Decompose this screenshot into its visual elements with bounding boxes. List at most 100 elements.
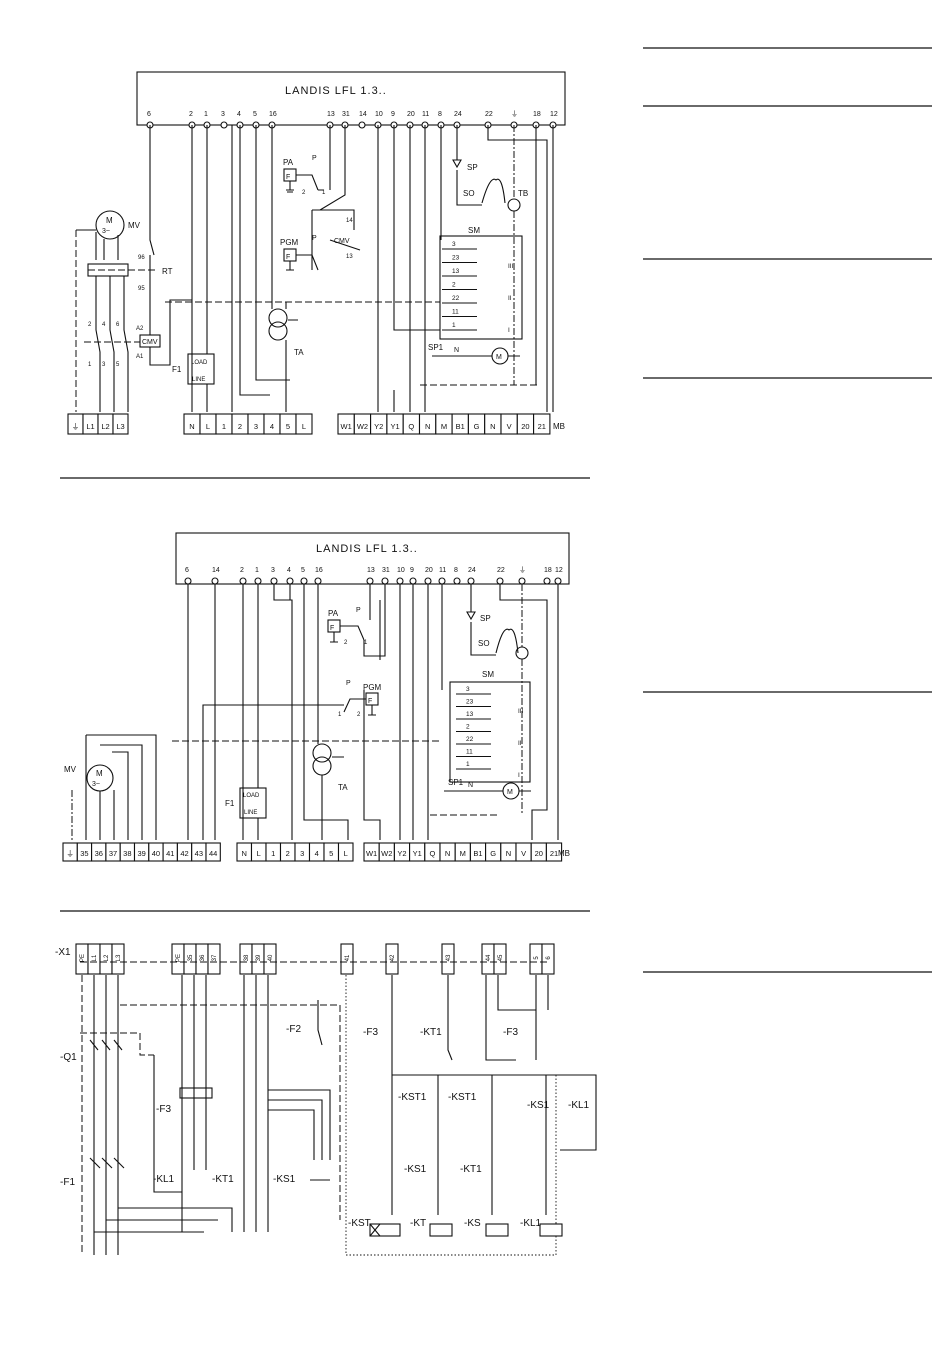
svg-text:-F3: -F3	[156, 1104, 171, 1115]
svg-text:TB: TB	[518, 189, 528, 198]
svg-text:F1: F1	[225, 799, 235, 808]
control-pin-2	[453, 577, 461, 585]
terminal-2-label: 38	[123, 849, 131, 858]
svg-text:LOAD: LOAD	[243, 793, 260, 799]
x1-terminal-label: 39	[256, 954, 262, 961]
control-pin-2	[314, 577, 322, 585]
svg-text:F: F	[330, 625, 334, 632]
control-pin-2	[424, 577, 432, 585]
control-pin-2-label: 24	[468, 567, 476, 574]
terminal-2-label: 2	[286, 849, 290, 858]
terminal-label: 1	[222, 422, 226, 431]
svg-text:A1: A1	[136, 354, 144, 360]
control-pin-2	[381, 577, 389, 585]
sm-contact-label: 1	[466, 761, 470, 768]
motor-letter: M	[106, 216, 113, 225]
sm-contact-label: 23	[466, 699, 474, 706]
svg-text:2: 2	[344, 640, 348, 646]
terminal-2-label: 5	[329, 849, 333, 858]
terminal-2-label: 1	[271, 849, 275, 858]
svg-text:-F2: -F2	[286, 1024, 301, 1035]
x1-terminal-label: L1	[92, 954, 98, 961]
svg-text:95: 95	[138, 286, 145, 292]
terminal-label: M	[441, 422, 447, 431]
terminal-strip-label: MB	[553, 422, 565, 431]
motor-phase: 3~	[102, 228, 110, 235]
svg-text:PGM: PGM	[363, 683, 382, 692]
x1-terminal-label: 37	[212, 954, 218, 961]
control-pin-2	[254, 577, 262, 585]
svg-text:F: F	[368, 698, 372, 705]
svg-text:-KL1: -KL1	[568, 1100, 590, 1111]
control-pin-2	[438, 577, 446, 585]
terminal-2-label: 39	[137, 849, 145, 858]
control-pin-2	[554, 577, 562, 585]
svg-text:-KT: -KT	[410, 1218, 426, 1229]
svg-text:1: 1	[338, 712, 342, 718]
control-pin-2	[396, 577, 404, 585]
svg-text:LINE: LINE	[244, 810, 257, 816]
x1-terminal	[111, 943, 125, 975]
terminal-2-label: L	[257, 849, 261, 858]
svg-text:5: 5	[116, 362, 120, 368]
svg-text:1: 1	[364, 640, 368, 646]
svg-text:M: M	[507, 789, 513, 796]
svg-text:P: P	[356, 607, 361, 614]
svg-text:6: 6	[116, 322, 120, 328]
svg-text:SO: SO	[478, 639, 490, 648]
terminal-2-label: N	[445, 849, 450, 858]
svg-text:96: 96	[138, 255, 145, 261]
control-pin-2-label: 6	[185, 567, 189, 574]
sm-contact-label: 2	[452, 282, 456, 289]
sm-contact-label: 11	[466, 749, 473, 756]
control-pin-label: 18	[533, 111, 541, 118]
sm-cam-label: I	[508, 327, 510, 334]
svg-text:N: N	[468, 782, 473, 789]
svg-text:-KS1: -KS1	[404, 1164, 427, 1175]
svg-text:PA: PA	[283, 158, 294, 167]
sm-contact-label: 3	[452, 241, 456, 248]
svg-text:-KL1: -KL1	[153, 1174, 175, 1185]
x1-terminal-label: 44	[486, 954, 492, 961]
control-pin-2-label: 14	[212, 567, 220, 574]
terminal-label: 5	[286, 422, 290, 431]
svg-text:4: 4	[102, 322, 106, 328]
x1-terminal-label: PE	[176, 954, 182, 962]
svg-text:-KT1: -KT1	[212, 1174, 234, 1185]
terminal-2	[205, 842, 221, 862]
control-pin-label: 24	[454, 111, 462, 118]
sm-cam-label: I	[518, 772, 520, 779]
terminal-2-label: N	[506, 849, 511, 858]
x1-terminal-label: 43	[446, 954, 452, 961]
terminal-label: 3	[254, 422, 258, 431]
control-pin-label: 9	[391, 111, 395, 118]
svg-text:-KS: -KS	[464, 1218, 481, 1229]
x1-terminal-label: 6	[546, 956, 552, 960]
terminal-2-label: 36	[95, 849, 103, 858]
control-unit-box	[136, 71, 566, 126]
svg-text:LINE: LINE	[192, 377, 205, 383]
svg-text:TA: TA	[294, 348, 304, 357]
control-pin-label: 8	[438, 111, 442, 118]
x1-terminal-label: 5	[534, 956, 540, 960]
svg-text:-F3: -F3	[503, 1027, 518, 1038]
sm-contact-label: 22	[466, 736, 474, 743]
motor-name: MV	[128, 221, 141, 230]
terminal-2-label: 3	[300, 849, 304, 858]
control-pin-2	[184, 577, 192, 585]
terminal-label: W2	[357, 422, 368, 431]
svg-text:2: 2	[88, 322, 92, 328]
terminal-2-label: 43	[195, 849, 203, 858]
svg-text:PA: PA	[328, 609, 339, 618]
x1-terminal-label: PE	[80, 954, 86, 962]
svg-text:F1: F1	[172, 365, 182, 374]
terminal-2	[545, 842, 563, 862]
control-pin-2-label: 10	[397, 567, 405, 574]
terminal-label: B1	[456, 422, 465, 431]
